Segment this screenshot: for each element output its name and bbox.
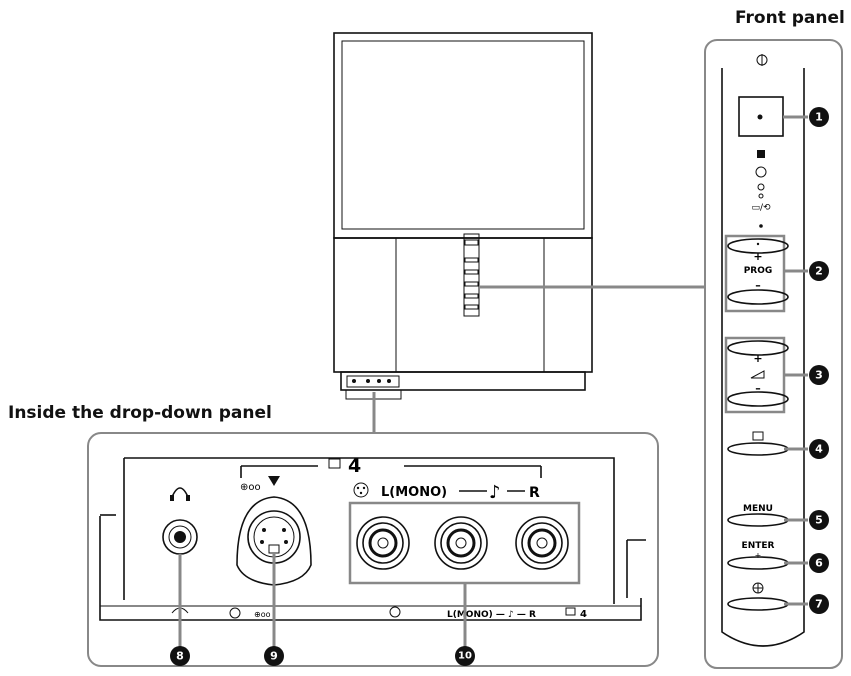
strip-s-video-icon: ⊕oo: [254, 610, 271, 619]
enter-cross-icon: +: [755, 551, 762, 560]
front-panel: ▭/⟲ + PROG – + – MENU: [704, 39, 843, 669]
svg-text:8: 8: [176, 650, 184, 663]
svg-text:9: 9: [270, 650, 278, 663]
prog-label: PROG: [744, 266, 773, 276]
callout-9: 9: [264, 646, 284, 666]
audio-note-icon: ♪: [489, 482, 501, 503]
callout-4: 4: [809, 439, 829, 459]
volume-minus-button[interactable]: [727, 391, 789, 407]
tv-screen: [341, 40, 585, 230]
drop-down-panel-title: Inside the drop-down panel: [8, 403, 272, 423]
tv-drop-down-door: [346, 375, 400, 388]
strip-video-icon: [389, 606, 401, 618]
front-panel-title: Front panel: [735, 8, 845, 28]
volume-plus-label: +: [753, 352, 762, 365]
tv-screen-frame: [333, 32, 593, 239]
standby-symbol-icon: [757, 183, 765, 191]
svg-text:10: 10: [458, 651, 472, 662]
tv-set: [333, 32, 593, 400]
volume-plus-button[interactable]: [727, 340, 789, 356]
r-label: R: [529, 485, 540, 501]
strip-lr-label: L(MONO) — ♪ — R: [447, 610, 536, 620]
callout-6: 6: [809, 553, 829, 573]
prog-minus-label: –: [755, 279, 761, 292]
svg-text:5: 5: [815, 514, 823, 527]
svg-text:7: 7: [815, 598, 823, 611]
strip-s-video-symbol-icon: [229, 607, 241, 619]
headphones-icon: [171, 487, 189, 498]
nicam-indicator-icon: ▭/⟲: [751, 203, 771, 213]
strip-input-4-label: 4: [580, 609, 587, 620]
prog-minus-button[interactable]: [727, 289, 789, 305]
prog-plus-label: +: [753, 250, 762, 263]
s-video-socket-housing: [236, 496, 312, 586]
tv-cabinet: [333, 237, 593, 373]
input-select-button[interactable]: [727, 442, 789, 456]
callout-10: 10: [455, 646, 475, 666]
audio-right-jack[interactable]: [515, 516, 569, 570]
menu-label: MENU: [743, 504, 773, 514]
callout-8: 8: [170, 646, 190, 666]
input-4-icon: [328, 458, 341, 469]
av-input-group: [348, 501, 581, 585]
strip-input-4-icon: [565, 607, 576, 616]
volume-minus-label: –: [755, 382, 761, 395]
l-mono-label: L(MONO): [381, 485, 447, 500]
auto-program-button[interactable]: [727, 597, 789, 611]
drop-down-panel: ⊕oo 4 L(MONO) ♪ R: [87, 432, 659, 667]
s-video-icon: ⊕oo: [240, 482, 261, 493]
volume-group: [724, 336, 786, 414]
audio-left-jack[interactable]: [434, 516, 488, 570]
arrow-down-icon: [268, 476, 280, 486]
callout-2: 2: [809, 261, 829, 281]
video-input-icon: [353, 482, 369, 498]
callout-1: 1: [809, 107, 829, 127]
svg-text:4: 4: [815, 443, 823, 456]
svg-text:6: 6: [815, 557, 823, 570]
volume-icon: [750, 370, 765, 379]
prog-plus-button[interactable]: [727, 238, 789, 254]
tv-front-button-strip: [463, 233, 480, 317]
enter-label: ENTER: [742, 541, 775, 551]
tv-base: [340, 371, 586, 391]
callout-5: 5: [809, 510, 829, 530]
callout-3: 3: [809, 365, 829, 385]
video-jack[interactable]: [356, 516, 410, 570]
svg-text:3: 3: [815, 369, 823, 382]
svg-text:1: 1: [815, 111, 823, 124]
input-4-label: 4: [348, 455, 361, 477]
callouts: 1 2 3 4 5 6 7 8 9 10: [170, 107, 829, 666]
callout-7: 7: [809, 594, 829, 614]
standby-indicator-icon: [755, 166, 767, 178]
prog-group: [724, 234, 786, 313]
input-select-icon: [752, 431, 764, 441]
menu-button[interactable]: [727, 513, 789, 527]
svg-text:2: 2: [815, 265, 823, 278]
picture-off-icon: [757, 150, 765, 158]
